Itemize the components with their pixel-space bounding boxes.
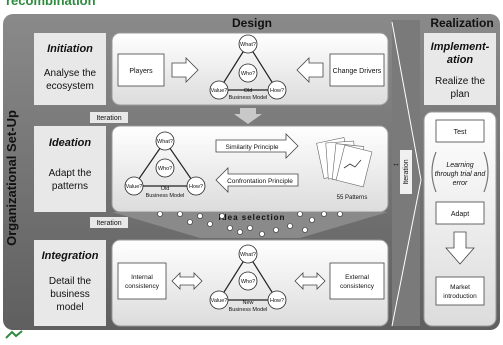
initiation-desc-1: Analyse the (44, 68, 97, 79)
implementation-desc-2: plan (451, 89, 470, 100)
arrow-left-icon (296, 57, 324, 83)
learning-line-1: Learning (446, 162, 473, 169)
svg-text:Business Model: Business Model (146, 193, 185, 199)
ideation-title: Ideation (49, 137, 91, 149)
funnel-line (391, 21, 422, 327)
players-text: Players (129, 68, 153, 75)
double-arrow-left-icon (171, 272, 203, 290)
iteration-vertical-badge (400, 150, 412, 194)
idea-selection-label: Idea selection (219, 213, 286, 222)
svg-text:Value?: Value? (126, 184, 143, 190)
svg-text:What?: What? (157, 139, 173, 145)
similarity-arrow-icon (215, 133, 299, 159)
svg-text:Test: Test (454, 129, 467, 136)
pattern-cards-icon (316, 137, 373, 188)
implementation-title-2: ation (447, 54, 474, 66)
svg-text:How?: How? (270, 88, 284, 94)
svg-text:consistency: consistency (125, 283, 160, 290)
confrontation-arrow-icon (215, 167, 299, 193)
svg-text:Who?: Who? (158, 166, 172, 172)
initiation-title: Initiation (47, 43, 93, 55)
design-label: Design (232, 16, 272, 30)
svg-text:How?: How? (189, 184, 203, 190)
change-drivers-box (329, 53, 385, 87)
implementation-desc-1: Realize the (435, 76, 485, 87)
adapt-box (435, 201, 485, 225)
internal-box (117, 262, 167, 300)
svg-text:External: External (345, 274, 369, 281)
similarity-text: Similarity Principle (225, 144, 278, 151)
triangle-model-3: What? Who? Value? How? New Business Mode… (209, 244, 287, 313)
logo-icon (5, 330, 23, 339)
patterns-count: 55 Patterns (337, 195, 368, 201)
idea-bubbles (157, 211, 343, 237)
iteration-badge-2 (90, 217, 128, 228)
change-drivers-text: Change Drivers (333, 68, 382, 75)
confrontation-text: Confrontation Principle (227, 178, 293, 185)
iteration-arrow-left: ↔ (392, 159, 400, 168)
svg-text:Business Model: Business Model (229, 95, 268, 101)
implementation-title-1: Implement- (431, 41, 490, 53)
triangle-model-2: What? Who? Value? How? Old Business Mode… (124, 131, 206, 199)
svg-text:Value?: Value? (211, 298, 228, 304)
triangle-model-1: What? Who? Value? How? Old Business Mode… (209, 34, 287, 101)
learning-line-2: through trial and (435, 171, 487, 178)
svg-text:Old: Old (244, 88, 253, 94)
svg-text:What?: What? (240, 252, 256, 258)
org-setup-label: Organizational Set-Up (4, 110, 19, 246)
svg-text:New: New (242, 300, 253, 306)
svg-text:Value?: Value? (211, 88, 228, 94)
svg-text:Old: Old (161, 186, 170, 192)
idea-funnel (112, 212, 388, 238)
svg-text:Who?: Who? (241, 71, 255, 77)
external-box (329, 262, 385, 300)
svg-text:How?: How? (270, 298, 284, 304)
svg-text:Market: Market (450, 284, 470, 291)
players-box (117, 53, 165, 87)
ideation-desc-1: Adapt the (49, 168, 92, 179)
svg-text:Who?: Who? (241, 279, 255, 285)
initiation-desc-2: ecosystem (46, 81, 94, 92)
svg-text:consistency: consistency (340, 283, 375, 290)
integration-desc-2: business (50, 289, 89, 300)
svg-text:What?: What? (240, 42, 256, 48)
top-title-partial: recombination (6, 0, 96, 8)
svg-text:Internal: Internal (131, 274, 153, 281)
arrow-right-icon (171, 57, 199, 83)
implementation-box (424, 33, 496, 105)
ideation-desc-2: patterns (52, 181, 88, 192)
svg-text:Adapt: Adapt (451, 211, 469, 218)
initiation-box (34, 33, 106, 105)
svg-text:introduction: introduction (443, 293, 477, 300)
iteration-text-2: Iteration (96, 220, 121, 227)
cycle-left-icon (431, 151, 437, 193)
iteration-vertical-text: Iteration (403, 159, 410, 184)
integration-title: Integration (42, 250, 99, 262)
iteration-text-1: Iteration (96, 115, 121, 122)
svg-text:Business Model: Business Model (229, 307, 268, 313)
iteration-badge-1 (90, 112, 128, 123)
ideation-box (34, 126, 106, 212)
learning-line-3: error (453, 180, 468, 187)
market-box (435, 276, 485, 306)
realization-label: Realization (430, 16, 493, 30)
down-arrow-icon (445, 231, 475, 265)
integration-desc-1: Detail the (49, 276, 92, 287)
cycle-right-icon (483, 151, 489, 193)
double-arrow-right-icon (294, 272, 326, 290)
test-box (435, 119, 485, 143)
integration-box (34, 240, 106, 326)
down-arrow-1 (234, 108, 262, 124)
integration-desc-3: model (56, 302, 83, 313)
